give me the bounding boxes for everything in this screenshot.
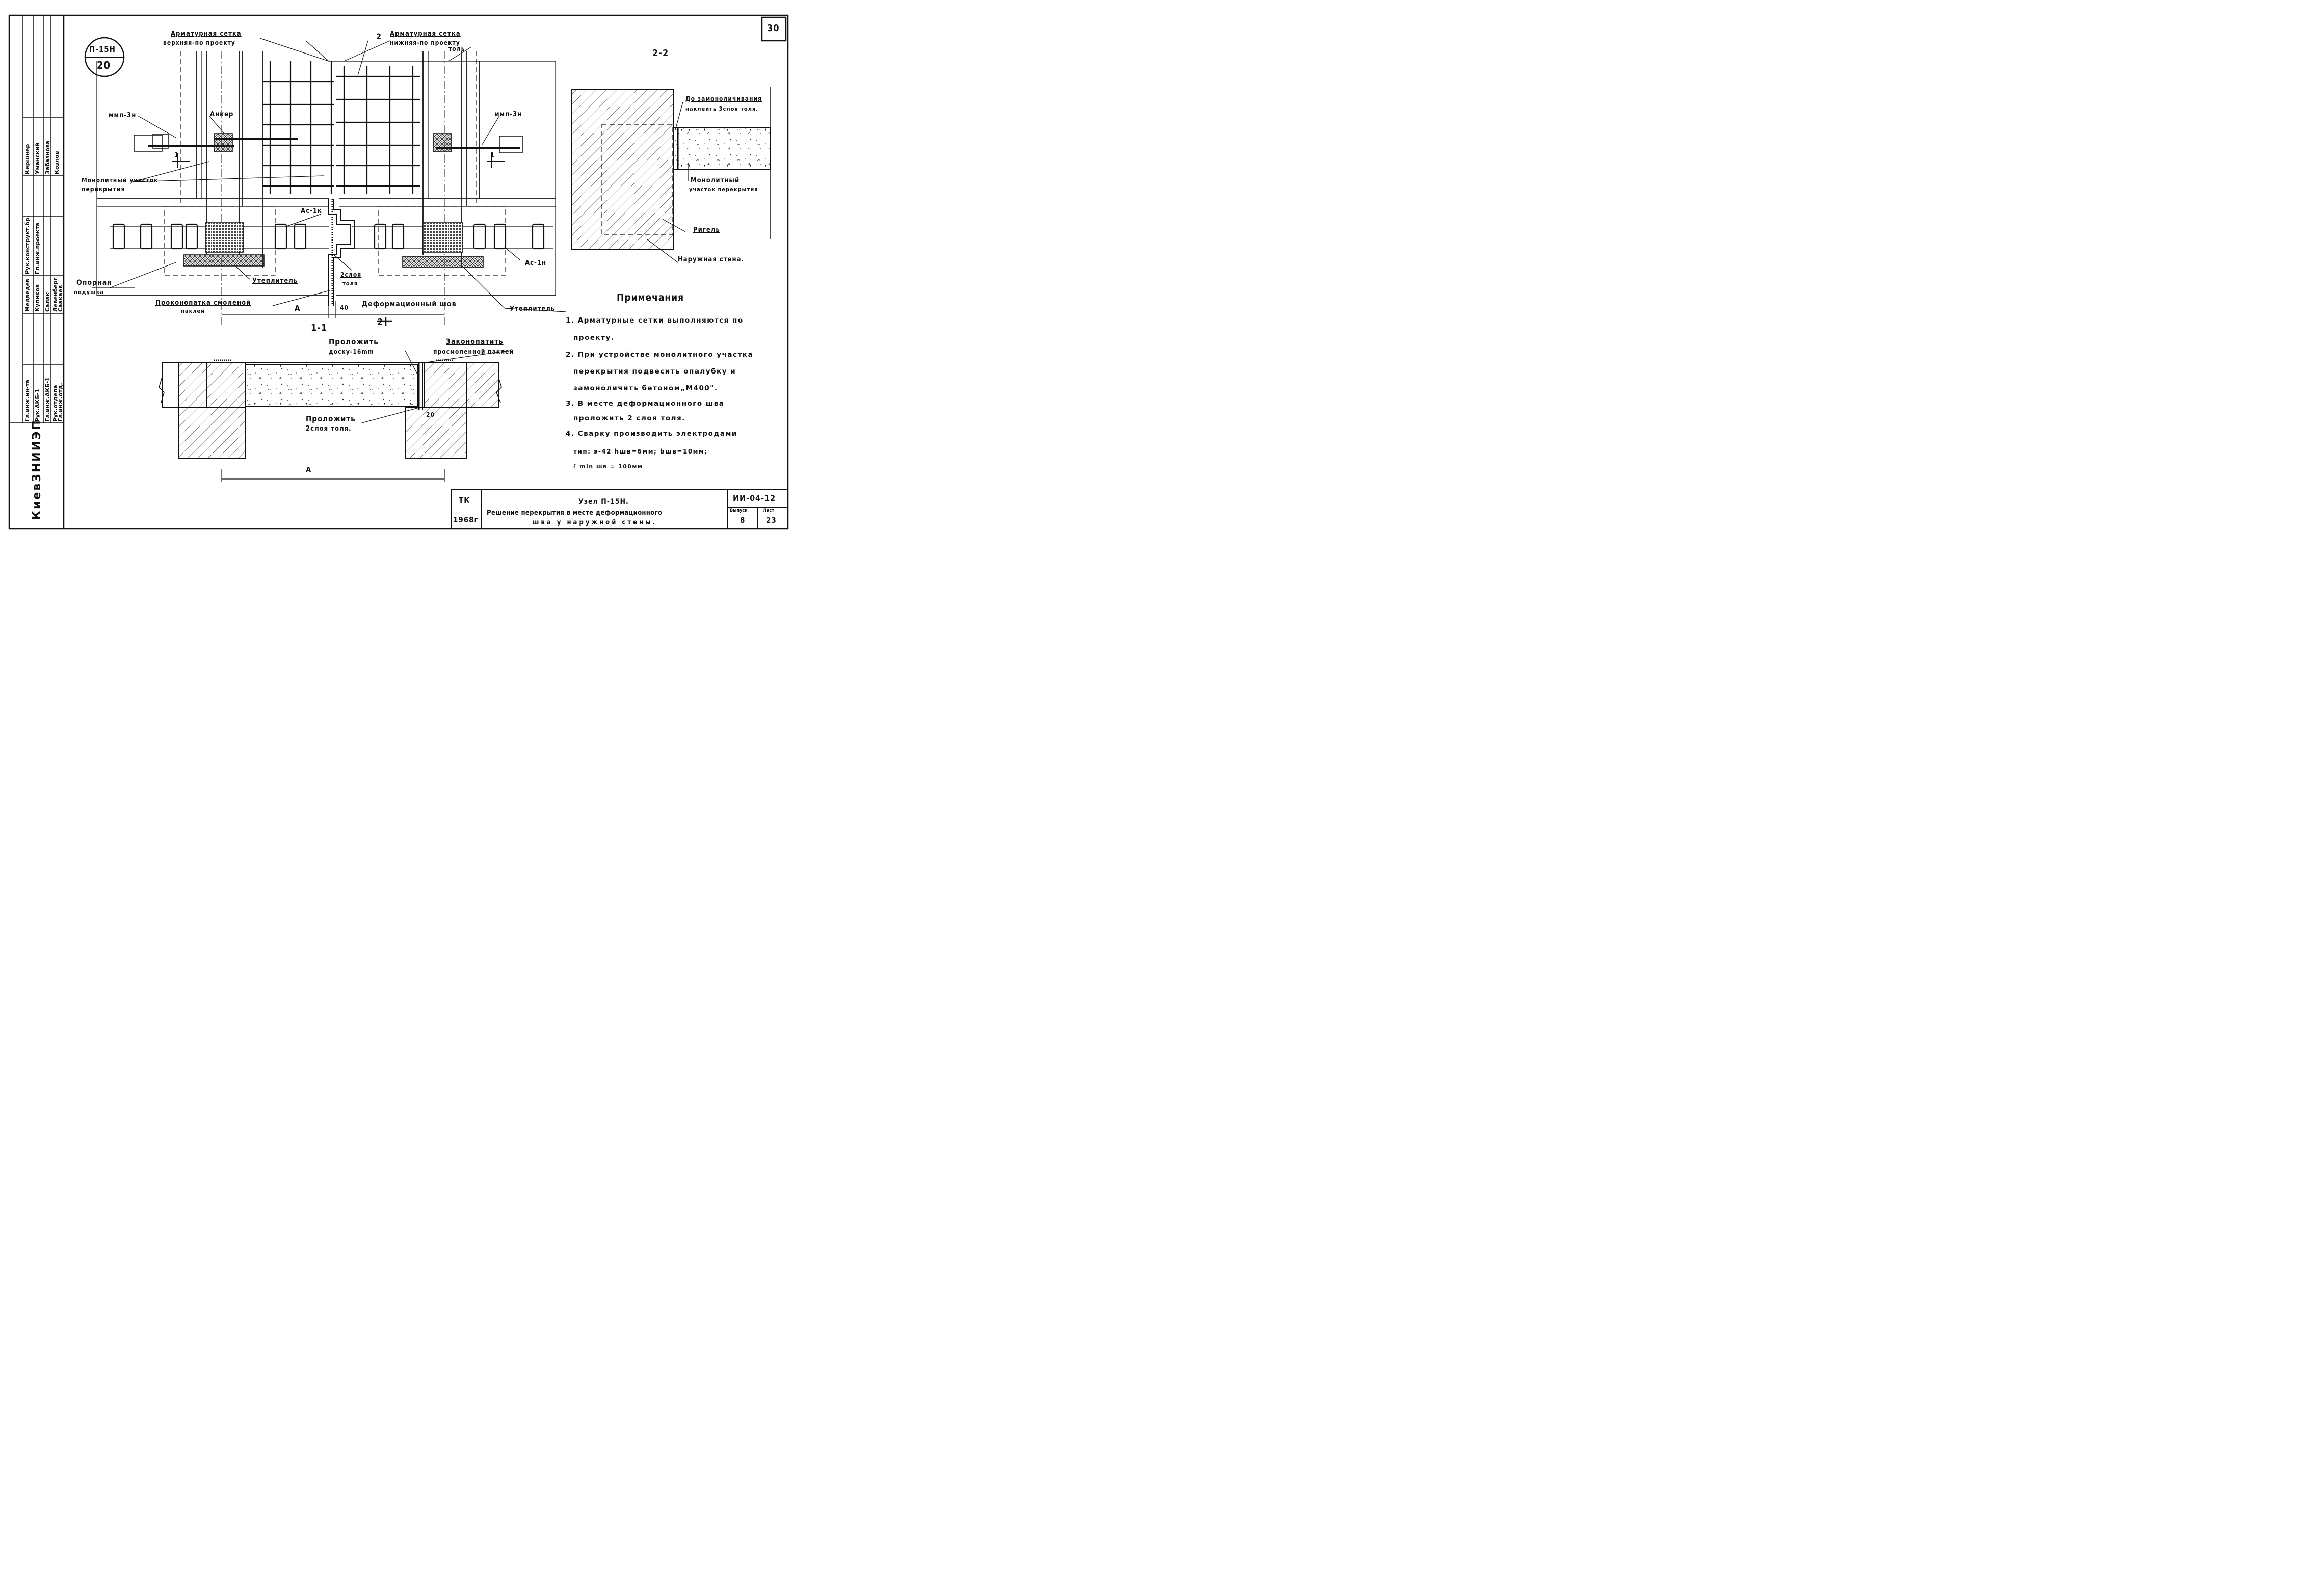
section-mark-left: 1 [174, 151, 179, 158]
section-title-1-1: 1-1 [311, 323, 328, 333]
node-mark: П-15Н [89, 45, 116, 54]
tb-issue-label: Выпуск [730, 508, 748, 513]
label-outer-wall: Наружная стена. [678, 256, 744, 263]
label-lay-board-1: Проложить [329, 337, 379, 347]
label-as1-right: Ас-1н [525, 259, 547, 267]
section-mark-2: 2 [377, 317, 384, 328]
dim-40: 40 [340, 304, 349, 311]
stamp-name: Козлов [54, 151, 60, 174]
tb-sheet: 23 [766, 516, 777, 525]
note-line: ℓ min шв = 100мм [573, 463, 643, 470]
label-monolith-22-1: Монолитный [691, 177, 740, 184]
label-lay-board-2: доску-16mm [329, 348, 374, 355]
stamp-name: Киршнер [24, 144, 31, 174]
label-anker: Анкер [210, 111, 234, 118]
drawing-sheet [8, 14, 789, 530]
stamp-role: Рук.конструкт.бр. [24, 215, 31, 274]
stamp-name: Куликов [34, 284, 41, 312]
tb-title-3: шва у наружной стены. [533, 519, 657, 526]
label-deform-joint: Деформационный шов [362, 300, 457, 308]
stamp-name: Саакаев [57, 285, 64, 312]
stamp-role: Гл.инж.отд. [57, 383, 64, 422]
note-line: 4. Сварку производить электродами [566, 430, 737, 438]
label-tol2-2: толя [342, 280, 358, 287]
note-line: перекрытия подвесить опалубку и [573, 367, 736, 376]
stamp-role: Рук.АКБ-1 [34, 389, 41, 422]
title-block-grid [451, 489, 788, 529]
label-monolith-1: Монолитный участок [82, 177, 159, 184]
note-line: 1. Арматурные сетки выполняются по [566, 316, 744, 325]
label-support-1: Опорная [76, 279, 112, 287]
stamp-name: Забазнова [44, 140, 51, 174]
label-tol: толь [448, 45, 465, 52]
stamp-grid [9, 15, 64, 423]
stamp-name: Салак [44, 292, 51, 312]
stamp-name: Медведев [24, 278, 31, 312]
stamp-role: Гл.инж.АКБ-1 [44, 377, 51, 422]
tb-year: 1968г [453, 515, 479, 524]
section-mark-right: 1 [490, 151, 495, 158]
label-pre-monolith-2: наклеить 3слоя толя. [685, 105, 759, 112]
label-caulk-tar-2: просмоленной паклей [433, 348, 514, 355]
label-caulk-tar-1: Законопатить [446, 338, 504, 346]
stamp-role: Гл.инж.ин-та [24, 379, 31, 422]
label-mesh-top-1: Арматурная сетка [171, 30, 242, 38]
note-line: тип: э-42 hшв=6мм; bшв=10мм; [573, 448, 708, 455]
label-insulation-right: Утеплитель [510, 305, 556, 313]
tb-title-1: Узел П-15Н. [578, 498, 629, 506]
tb-issue: 8 [740, 516, 746, 525]
note-line: проложить 2 слоя толя. [573, 414, 685, 422]
label-support-2: подушка [74, 289, 104, 296]
label-mmp-left: ммп-3н [109, 112, 137, 119]
label-insulation-left: Утеплитель [252, 277, 298, 285]
section-2-2 [571, 87, 771, 263]
stamp-institute: КиевЗНИИЭП [31, 419, 43, 520]
dim-A-bottom: А [306, 465, 312, 474]
tb-sheet-label: Лист [763, 508, 774, 513]
label-mesh-top-2: верхняя-по проекту [163, 39, 235, 46]
stamp-role: Гл.инж.проекта [34, 222, 41, 274]
notes-title: Примечания [617, 292, 684, 303]
note-line: замоноличить бетоном„М400". [573, 384, 718, 392]
label-monolith-2: перекрытия [82, 185, 125, 193]
label-mesh-bottom-num: 2 [376, 32, 382, 41]
label-lay-tol-2: 2слоя толя. [306, 425, 352, 433]
label-mesh-bottom-2: нижняя-по проекту [390, 39, 460, 46]
page-number: 30 [767, 23, 780, 34]
plan-view [96, 51, 556, 326]
label-pre-monolith-1: До замоноличивания [685, 95, 762, 102]
tb-code: ИИ-04-12 [733, 493, 776, 503]
label-rigel: Ригель [693, 226, 720, 234]
label-lay-tol-1: Проложить [306, 414, 356, 423]
label-caulk-1: Проконопатка смоленой [155, 299, 251, 307]
label-as1-left: Ас-1к [301, 207, 322, 215]
label-monolith-22-2: участок перекрытия [689, 186, 758, 193]
label-tol2-1: 2слоя [340, 271, 362, 278]
note-line: 2. При устройстве монолитного участка [566, 351, 754, 359]
section-title-2-2: 2-2 [652, 48, 669, 59]
stamp-name: Уманский [34, 143, 41, 174]
tb-org: ТК [459, 496, 470, 505]
label-mmp-right: ммп-3н [494, 111, 522, 118]
dim-A-top: А [295, 304, 301, 313]
note-line: проекту. [573, 334, 615, 342]
note-line: 3. В месте деформационного шва [566, 400, 725, 408]
tb-title-2: Решение перекрытия в месте деформационно… [487, 509, 663, 517]
node-sheet: 20 [97, 59, 111, 71]
label-caulk-2: паклей [181, 308, 205, 314]
section-1-1 [159, 350, 510, 482]
label-mesh-bottom-1: Арматурная сетка [390, 30, 461, 38]
dim-20: 20 [426, 411, 435, 418]
